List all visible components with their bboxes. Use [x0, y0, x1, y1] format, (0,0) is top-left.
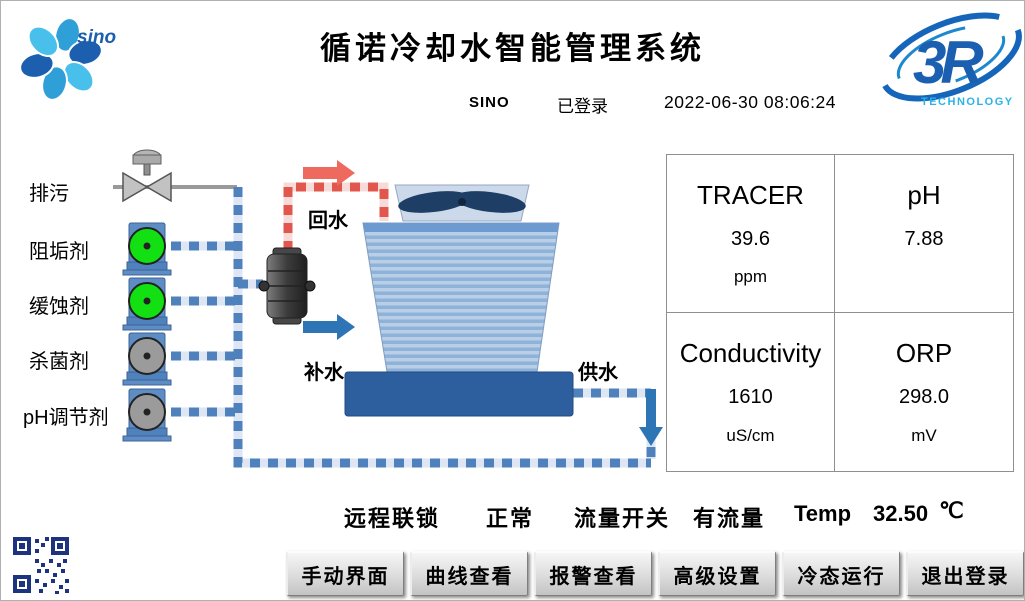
label-supply-water: 供水 [578, 362, 618, 384]
label-corrosion-inhibitor: 缓蚀剂 [29, 296, 89, 318]
button-advanced-settings[interactable]: 高级设置 [658, 551, 776, 596]
tracer-label: TRACER [697, 179, 804, 210]
makeup-flow-arrow-icon [303, 314, 355, 340]
reading-ph: pH 7.88 [835, 155, 1013, 313]
temp-value: 32.50 [873, 501, 929, 526]
session-datetime: 2022-06-30 08:06:24 [664, 92, 836, 112]
reading-orp: ORP 298.0 mV [835, 313, 1013, 471]
orp-value: 298.0 [898, 386, 950, 408]
session-user: SINO [469, 94, 510, 111]
temp-unit: ℃ [939, 498, 964, 523]
reading-conductivity: Conductivity 1610 uS/cm [667, 313, 835, 471]
sino-pinwheel-icon [19, 17, 103, 101]
pump-biocide [122, 332, 172, 386]
remote-interlock-value: 正常 [486, 506, 535, 531]
tower-body [362, 222, 560, 373]
logo-3r: 3R TECHNOLOGY [880, 12, 1022, 108]
tower-top-band [363, 223, 559, 232]
3r-swoosh-icon [880, 12, 1022, 102]
conductivity-unit: uS/cm [726, 426, 775, 445]
return-flow-arrow-icon [303, 160, 355, 186]
tracer-unit: ppm [733, 267, 768, 287]
pump-ph-adjuster [122, 388, 172, 442]
logo-sino: sino [19, 17, 116, 101]
tracer-value: 39.6 [731, 227, 770, 250]
flow-switch-value: 有流量 [693, 506, 766, 531]
cooling-tower-icon [344, 184, 574, 417]
session-login-status: 已登录 [557, 97, 608, 116]
fan-icon [398, 191, 526, 213]
label-scale-inhibitor: 阻垢剂 [29, 241, 89, 263]
orp-label: ORP [895, 338, 953, 368]
sino-logo-text: sino [77, 27, 116, 48]
label-biocide: 杀菌剂 [29, 351, 89, 373]
return-water-pipe [283, 182, 389, 251]
pump-scale-inhibitor [122, 222, 172, 276]
ph-label: pH [907, 179, 941, 210]
reading-tracer: TRACER 39.6 ppm [667, 155, 835, 313]
readings-panel: TRACER 39.6 ppm pH 7.88 Conductivity 161… [666, 154, 1014, 472]
button-alarm-view[interactable]: 报警查看 [534, 551, 652, 596]
button-curve-view[interactable]: 曲线查看 [410, 551, 528, 596]
supply-flow-arrow-icon [639, 389, 663, 446]
ph-value: 7.88 [904, 227, 944, 250]
button-cold-run[interactable]: 冷态运行 [782, 551, 900, 596]
qr-code-icon [13, 537, 69, 594]
tower-basin [344, 371, 574, 417]
pump-corrosion-inhibitor [122, 277, 172, 331]
temp-label: Temp [794, 501, 852, 526]
remote-interlock-label: 远程联锁 [344, 506, 441, 531]
dosing-vessel-icon [258, 247, 316, 325]
dosing-pipe-network [171, 187, 656, 468]
orp-unit: mV [911, 426, 937, 445]
conductivity-value: 1610 [728, 386, 773, 408]
label-blowdown: 排污 [29, 183, 69, 205]
button-logout[interactable]: 退出登录 [906, 551, 1024, 596]
label-makeup-water: 补水 [304, 362, 344, 384]
button-manual-screen[interactable]: 手动界面 [286, 551, 404, 596]
conductivity-label: Conductivity [679, 338, 822, 368]
3r-logo-text: 3R [913, 29, 983, 96]
3r-logo-subtext: TECHNOLOGY [921, 96, 1014, 108]
blowdown-valve-icon [122, 149, 172, 203]
label-return-water: 回水 [308, 210, 348, 232]
flow-switch-label: 流量开关 [574, 506, 671, 531]
label-ph-adjuster: pH调节剂 [23, 407, 109, 429]
page-title: 循诺冷却水智能管理系统 [320, 31, 705, 66]
